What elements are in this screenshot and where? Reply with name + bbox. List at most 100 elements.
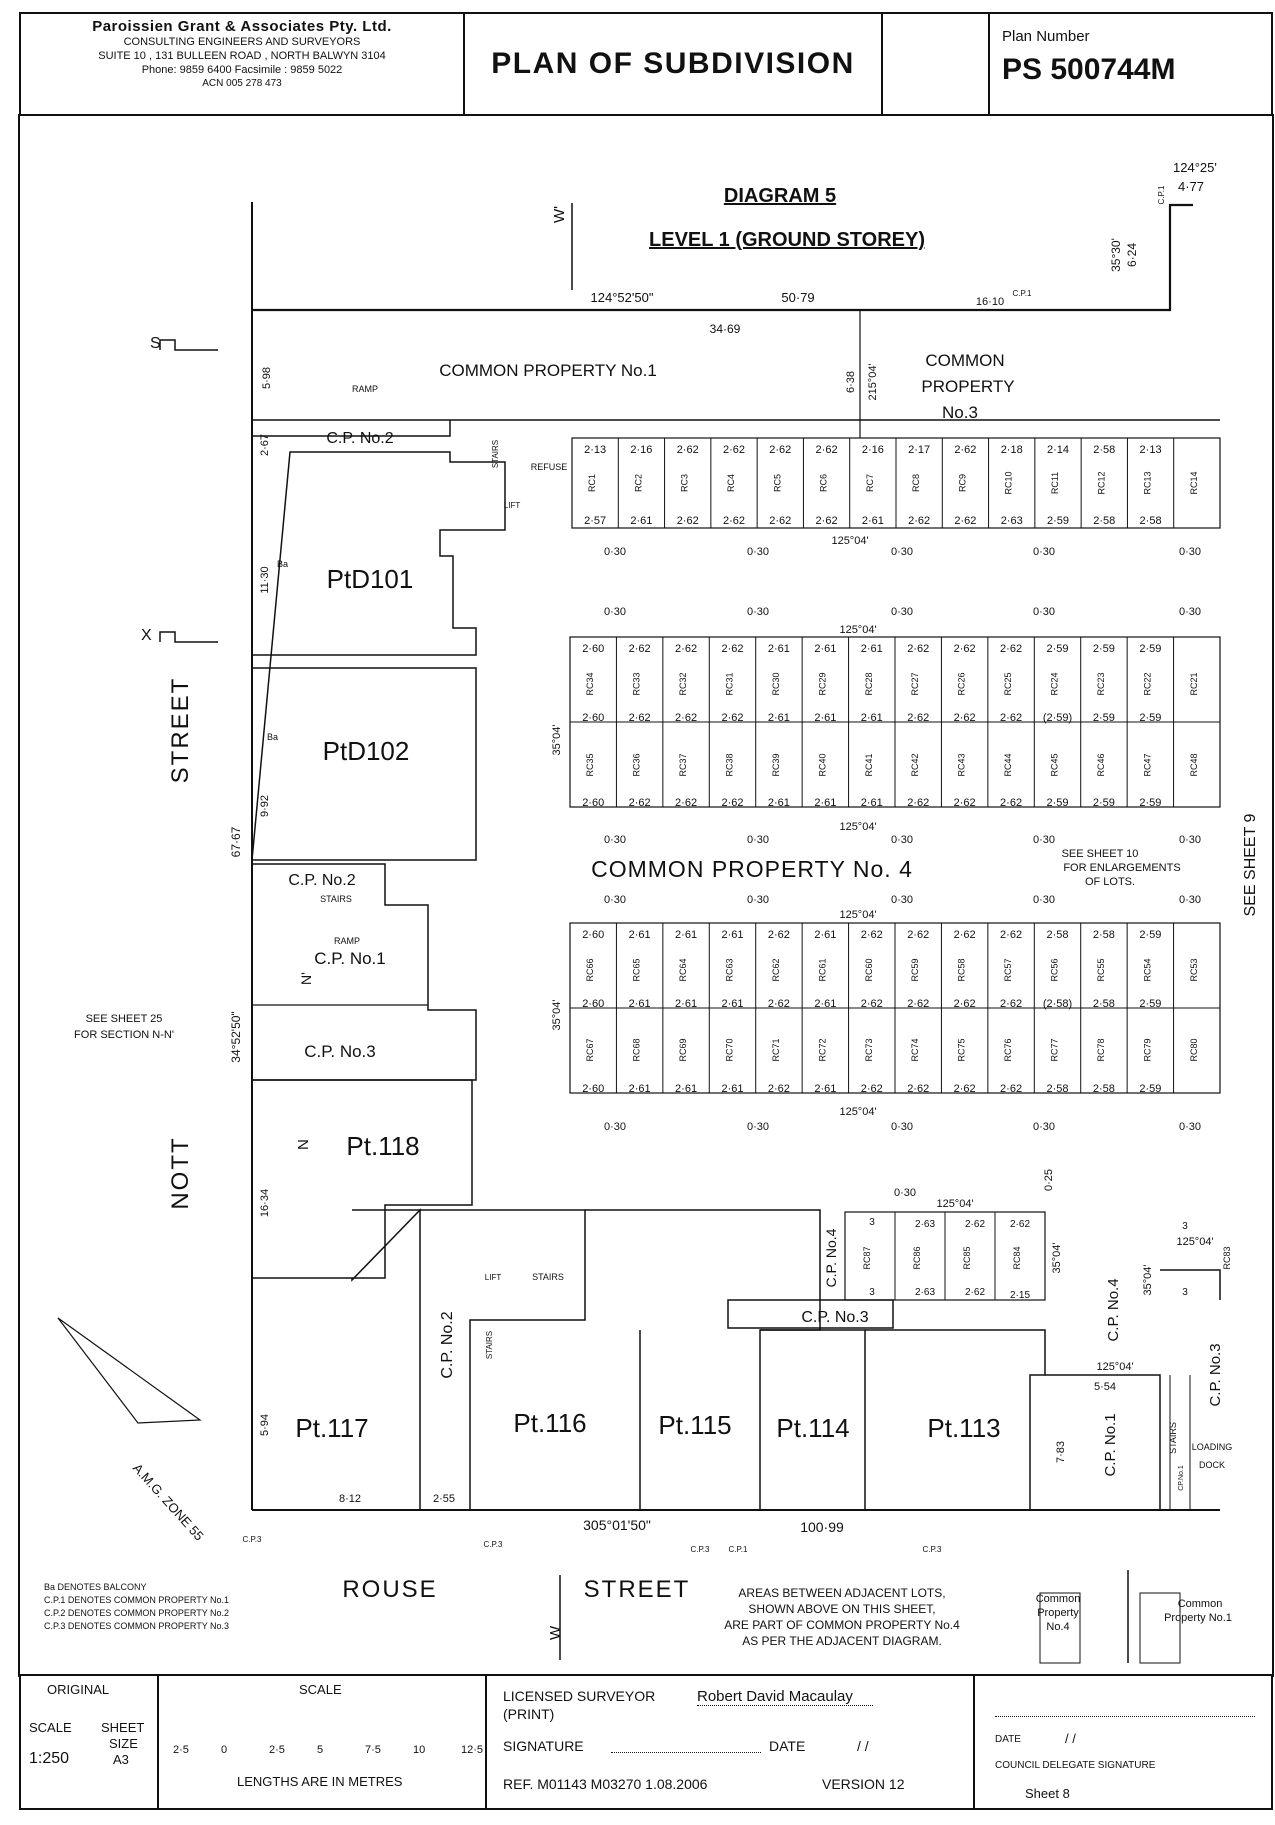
row3-top-dim: 2·61 bbox=[721, 929, 743, 941]
row3-mid-dim: 2·62 bbox=[954, 998, 976, 1010]
row2-bot-dim: 2·61 bbox=[814, 797, 836, 809]
surveyor-name: Robert David Macaulay bbox=[697, 1688, 873, 1706]
row1-lot-id: RC13 bbox=[1143, 471, 1153, 494]
section-w-south-label: W bbox=[547, 1625, 564, 1640]
dim-3504-east: 35°04' bbox=[1142, 1265, 1154, 1296]
row2-upper-lot-id: RC28 bbox=[864, 672, 874, 695]
dim-12504-r2b: 125°04' bbox=[839, 821, 876, 833]
row3-top-dim: 2·60 bbox=[582, 929, 604, 941]
footer-council: DATE / / COUNCIL DELEGATE SIGNATURE Shee… bbox=[973, 1674, 1273, 1810]
row3-mid-dim: 2·59 bbox=[1139, 998, 1161, 1010]
dim-3-east-b: 3 bbox=[1182, 1287, 1188, 1298]
row3-lower-lot-id: RC71 bbox=[771, 1038, 781, 1061]
row1-lot-id: RC3 bbox=[680, 474, 690, 492]
row2-top-dim: 2·62 bbox=[907, 643, 929, 655]
row3-lower-lot-id: RC72 bbox=[817, 1038, 827, 1061]
row3-upper-lot-id: RC64 bbox=[678, 958, 688, 981]
offset-030: 0·30 bbox=[1033, 894, 1055, 906]
row2-bot-dim: 2·62 bbox=[629, 797, 651, 809]
row3-mid-dim: 2·61 bbox=[629, 998, 651, 1010]
cp1-tag-corner: C.P.1 bbox=[1157, 185, 1166, 205]
scale-value: 1:250 bbox=[29, 1750, 70, 1767]
offset-030: 0·30 bbox=[891, 606, 913, 618]
dim-3-east-a: 3 bbox=[1182, 1221, 1188, 1232]
note-sheet25-a: SEE SHEET 25 bbox=[86, 1013, 163, 1025]
row2-mid-dim: 2·61 bbox=[768, 712, 790, 724]
row2-top-dim: 2·62 bbox=[629, 643, 651, 655]
row1-bot-dim: 2·62 bbox=[816, 515, 838, 527]
section-s-label: S bbox=[150, 335, 161, 352]
row2-upper-lot-id: RC21 bbox=[1189, 672, 1199, 695]
rc83-lot-id: RC83 bbox=[1222, 1246, 1232, 1269]
row1-top-dim: 2·62 bbox=[677, 444, 699, 456]
scale-tick: 0 bbox=[221, 1744, 228, 1756]
cp-no1-mid-label: C.P. No.1 bbox=[314, 949, 386, 968]
dim-bearing-north: 124°52'50" bbox=[591, 290, 654, 305]
dim-12504-r1: 125°04' bbox=[831, 535, 868, 547]
row3-mid-dim: 2·62 bbox=[768, 998, 790, 1010]
cp2-top bbox=[252, 420, 451, 437]
row1-bot-dim: 2·62 bbox=[908, 515, 930, 527]
signature-label: SIGNATURE bbox=[503, 1738, 584, 1754]
insert-label-2: Property bbox=[1037, 1607, 1079, 1619]
plan-title: PLAN OF SUBDIVISION bbox=[463, 12, 883, 116]
sheet-number: Sheet 8 bbox=[1025, 1786, 1070, 1801]
council-signature-field[interactable] bbox=[995, 1704, 1255, 1717]
dim-3504-r3: 35°04' bbox=[551, 1000, 563, 1031]
insert-label-5: Property No.1 bbox=[1164, 1612, 1232, 1624]
row3-bot-dim: 2·61 bbox=[814, 1083, 836, 1095]
scale-tick: 10 bbox=[413, 1744, 426, 1756]
insert-left bbox=[1039, 1592, 1081, 1664]
row3-lower-lot-id: RC77 bbox=[1050, 1038, 1060, 1061]
rc83-block bbox=[1160, 1269, 1221, 1300]
signature-field[interactable] bbox=[611, 1740, 761, 1753]
row3-mid-dim: 2·61 bbox=[675, 998, 697, 1010]
pt116-east bbox=[585, 1209, 821, 1510]
ref: REF. M01143 M03270 1.08.2006 bbox=[503, 1776, 708, 1792]
row2-top-dim: 2·62 bbox=[1000, 643, 1022, 655]
row2-mid-dim: 2·62 bbox=[954, 712, 976, 724]
areas-note-4: AS PER THE ADJACENT DIAGRAM. bbox=[742, 1634, 942, 1648]
cp3-label-a: COMMON bbox=[925, 351, 1004, 370]
firm-line2: SUITE 10 , 131 BULLEEN ROAD , NORTH BALW… bbox=[98, 50, 386, 62]
row2-lower-lot-id: RC43 bbox=[957, 753, 967, 776]
date-field[interactable]: / / bbox=[857, 1738, 869, 1754]
pt117-east bbox=[351, 1208, 421, 1510]
row3-mid-dim: 2·58 bbox=[1093, 998, 1115, 1010]
cp-no3-bar-label: C.P. No.3 bbox=[801, 1309, 868, 1326]
cp3-tag-4: C.P.3 bbox=[923, 1545, 943, 1554]
street-south-1: ROUSE bbox=[342, 1576, 437, 1603]
row2-top-dim: 2·61 bbox=[861, 643, 883, 655]
section-x-label: X bbox=[141, 627, 152, 644]
dim-812: 8·12 bbox=[339, 1493, 361, 1505]
row2-bot-dim: 2·62 bbox=[907, 797, 929, 809]
note-sheet10-b: FOR ENLARGEMENTS bbox=[1063, 862, 1180, 874]
street-south-2: STREET bbox=[584, 1576, 691, 1603]
offset-030: 0·30 bbox=[1179, 546, 1201, 558]
diagram-subtitle: LEVEL 1 (GROUND STOREY) bbox=[649, 229, 925, 251]
row3-lower-lot-id: RC78 bbox=[1096, 1038, 1106, 1061]
scale-tick: 12·5 bbox=[461, 1744, 484, 1756]
dim-r4-263a: 2·63 bbox=[915, 1219, 935, 1230]
council-label: COUNCIL DELEGATE SIGNATURE bbox=[995, 1760, 1156, 1771]
surveyor-print: (PRINT) bbox=[503, 1706, 555, 1722]
dim-598: 5·98 bbox=[261, 367, 273, 389]
row3-mid-dim: 2·61 bbox=[721, 998, 743, 1010]
row3-upper-lot-id: RC63 bbox=[725, 958, 735, 981]
row2-top-dim: 2·62 bbox=[721, 643, 743, 655]
cp3-bar bbox=[727, 1299, 894, 1329]
firm-block: Paroissien Grant & Associates Pty. Ltd. … bbox=[19, 12, 465, 116]
scale-label: SCALE bbox=[29, 1720, 72, 1735]
row2-lower-lot-id: RC40 bbox=[817, 753, 827, 776]
dim-783: 7·83 bbox=[1055, 1441, 1067, 1463]
row1-top-dim: 2·13 bbox=[1140, 444, 1162, 456]
dim-r4-263b: 2·63 bbox=[915, 1287, 935, 1298]
council-date-field[interactable]: / / bbox=[1065, 1731, 1076, 1746]
row3-bot-dim: 2·61 bbox=[675, 1083, 697, 1095]
dim-12504-east: 125°04' bbox=[1096, 1361, 1133, 1373]
refuse-label: REFUSE bbox=[531, 462, 568, 472]
dim-638: 6·38 bbox=[845, 371, 857, 393]
areas-note-3: ARE PART OF COMMON PROPERTY No.4 bbox=[724, 1618, 960, 1632]
cp4-small-label: C.P. No.4 bbox=[823, 1228, 839, 1287]
row2-mid-dim: 2·59 bbox=[1093, 712, 1115, 724]
